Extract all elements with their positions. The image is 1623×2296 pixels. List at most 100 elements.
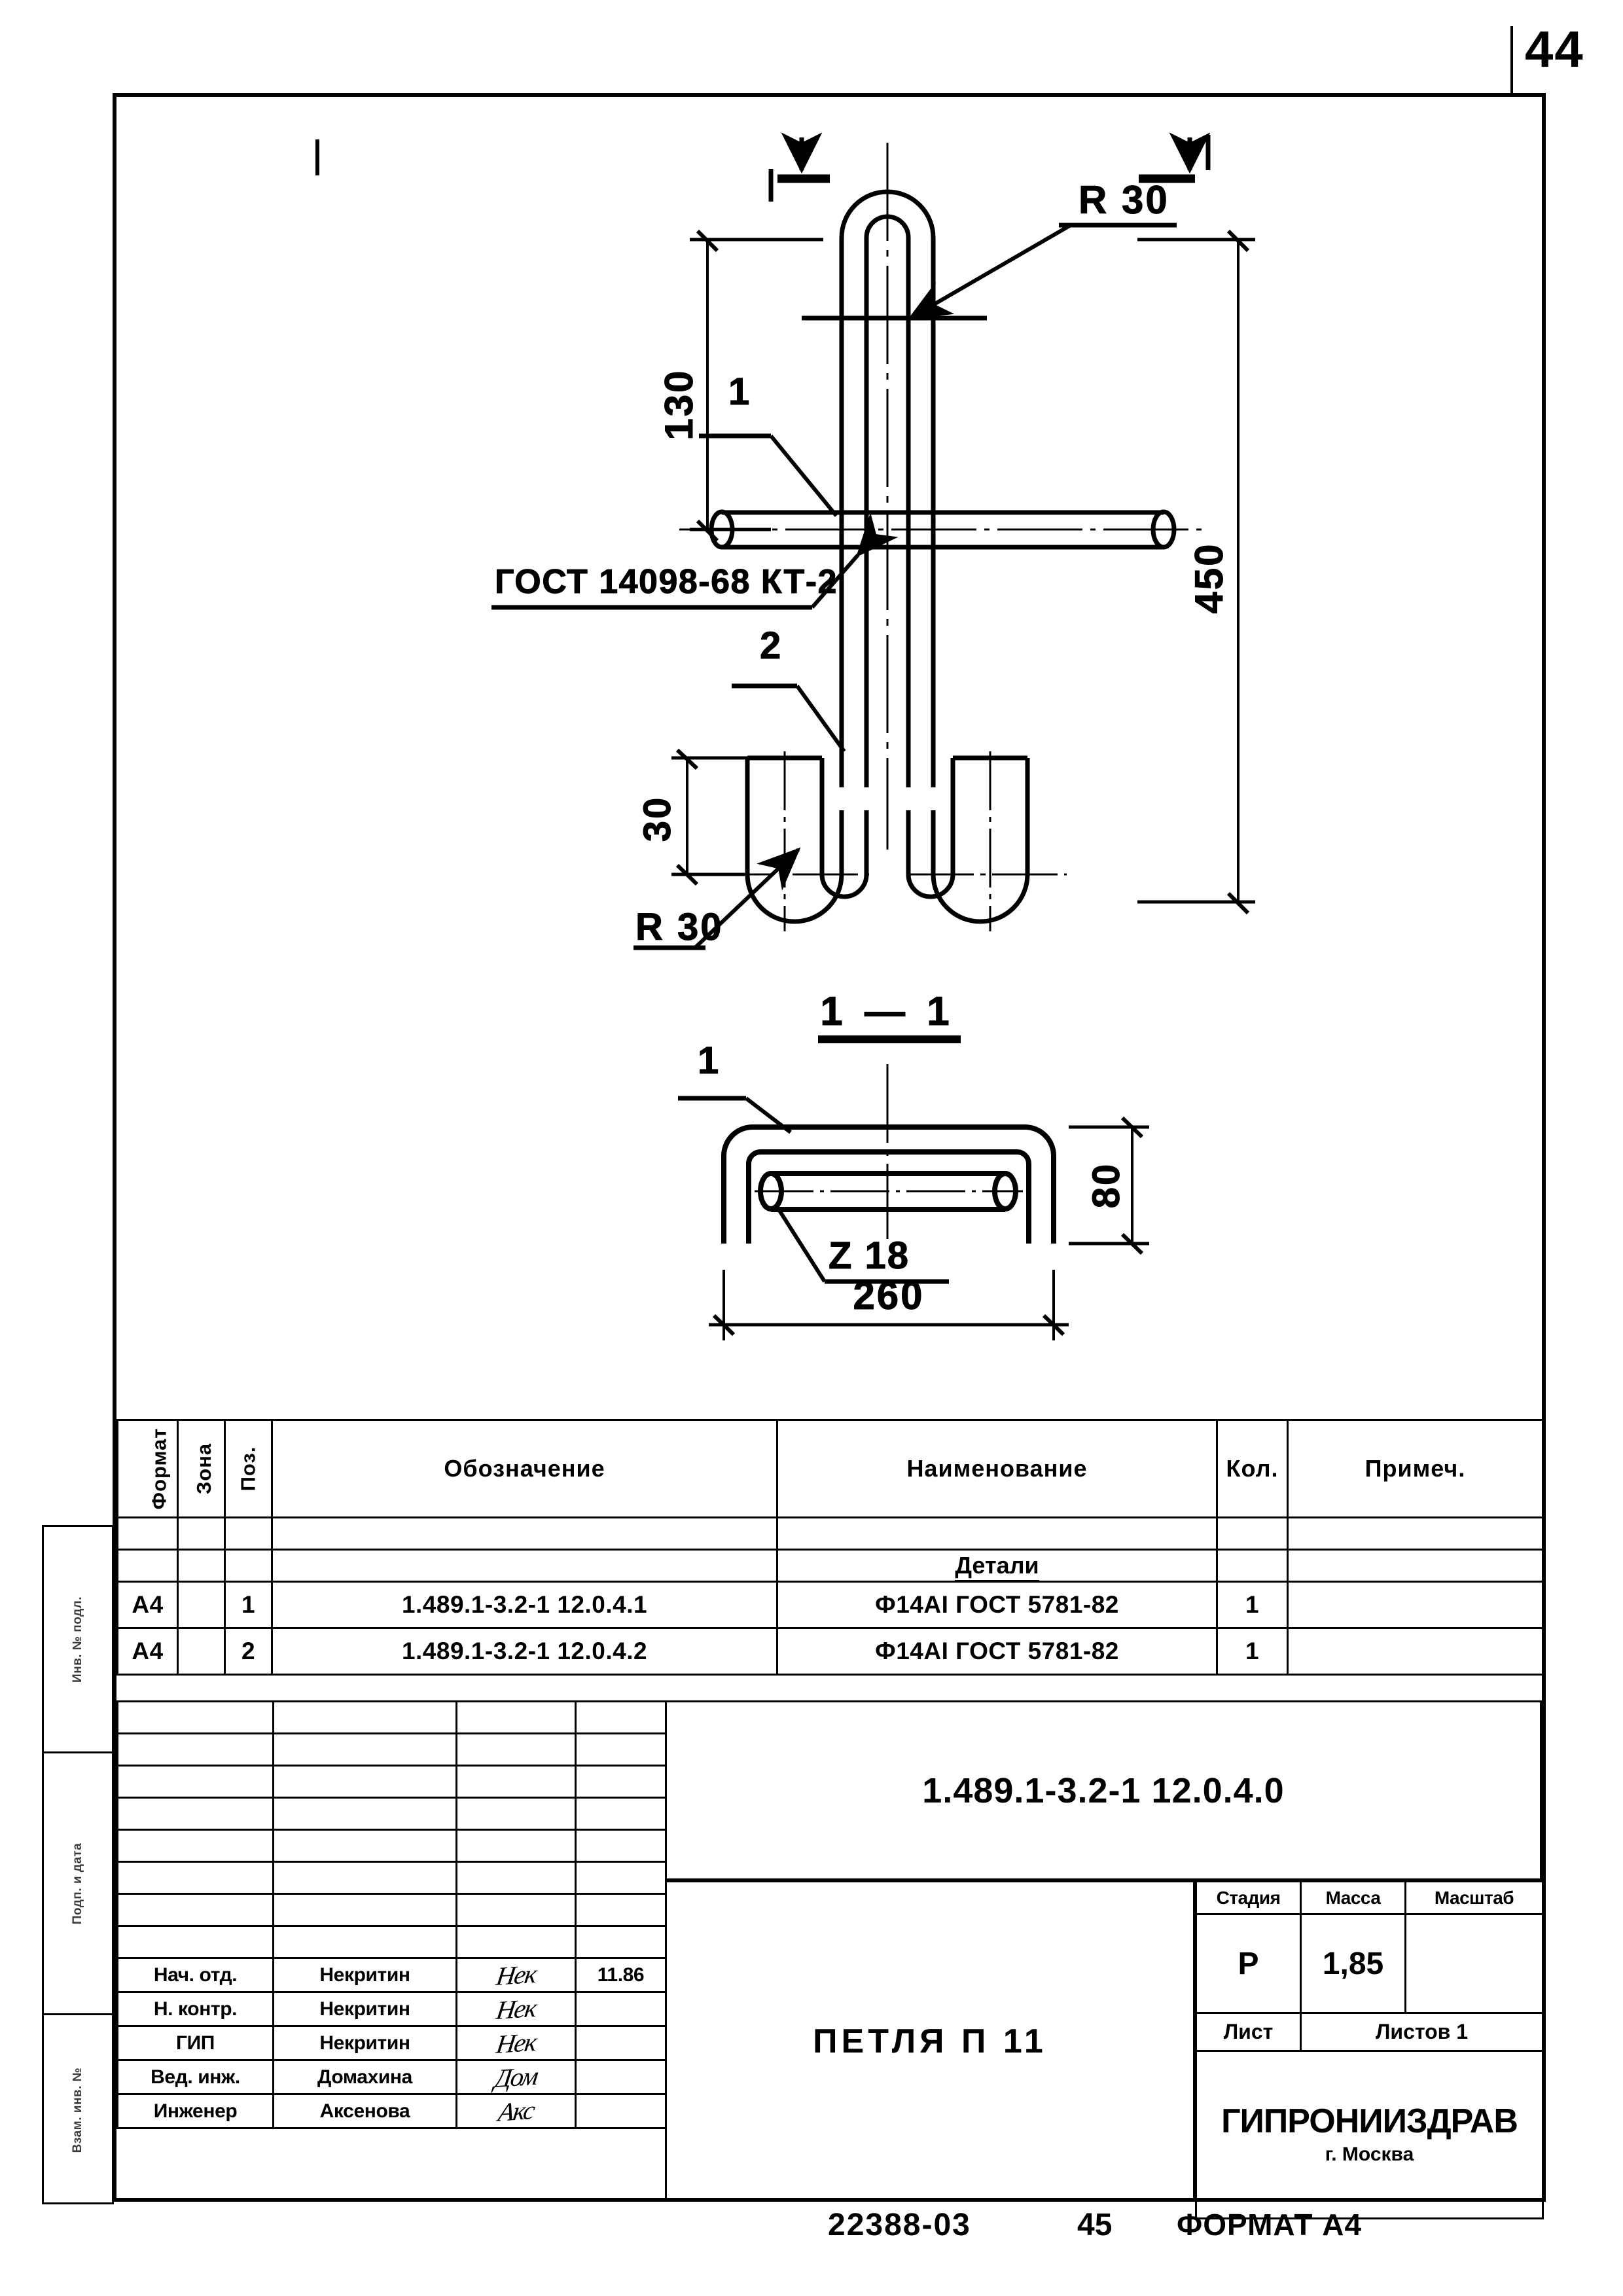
- dim-260: [709, 1270, 1069, 1340]
- cell: [116, 1549, 179, 1583]
- dim-80-label: 80: [1085, 1162, 1128, 1209]
- weld-note-leader: [491, 512, 899, 610]
- cell: [455, 1700, 577, 1734]
- spec-group-title: Детали: [776, 1549, 1218, 1583]
- tb-blank-row: [116, 1765, 667, 1799]
- page-number-tick: [1510, 26, 1513, 97]
- dim-30: [671, 748, 764, 886]
- cell: [455, 1732, 577, 1767]
- cell: [116, 1861, 274, 1895]
- cell-pos: 2: [224, 1627, 273, 1676]
- footer-page-number: 45: [1077, 2208, 1113, 2242]
- organization-city: г. Москва: [1325, 2143, 1414, 2165]
- specification-table: Формат Зона Поз. Обозначение Наименовани…: [116, 1419, 1544, 1676]
- cell: [116, 1797, 274, 1831]
- left-hook-inner: [819, 758, 869, 899]
- cell: [116, 1765, 274, 1799]
- signature-row: Вед. инж. Домахина Дом: [116, 2059, 667, 2095]
- cell: [271, 1516, 778, 1551]
- loop-inner-contour: [864, 214, 911, 787]
- spec-col-qty: Кол.: [1216, 1419, 1289, 1518]
- tb-blank-row: [116, 1861, 667, 1895]
- cell: [116, 1893, 274, 1927]
- document-code: 1.489.1-3.2-1 12.0.4.0: [665, 1700, 1542, 1880]
- bar-note-label: Z 18: [829, 1234, 910, 1277]
- tb-blank-row: [116, 1732, 667, 1767]
- cell-zone: [177, 1581, 226, 1629]
- cell-qty: 1: [1216, 1581, 1289, 1629]
- cell-qty: 1: [1216, 1627, 1289, 1676]
- cell: [116, 1732, 274, 1767]
- sheet-row: Лист Листов 1: [1195, 2012, 1544, 2052]
- cell-note: [1287, 1581, 1544, 1629]
- page-number: 44: [1525, 20, 1584, 78]
- sig-date: [575, 2093, 667, 2129]
- signature-table: Нач. отд. Некритин Нек 11.86 Н. контр. Н…: [116, 1700, 667, 2129]
- pos-1-leader: [699, 433, 838, 517]
- cell: [272, 1732, 457, 1767]
- dim-80: [1069, 1116, 1149, 1255]
- sig-mark: Акс: [455, 2093, 577, 2129]
- footer-format: ФОРМАТ А4: [1177, 2208, 1363, 2242]
- cell: [224, 1549, 273, 1583]
- margin-cell-inv-podl: Инв. № подл.: [44, 1527, 112, 1753]
- gost-margin-column: Инв. № подл. Подп. и дата Взам. инв. №: [42, 1525, 114, 2204]
- cell: [272, 1700, 457, 1734]
- tb-blank-row: [116, 1925, 667, 1959]
- mass-value: 1,85: [1300, 1913, 1406, 2014]
- product-name: ПЕТЛЯ П 11: [665, 1880, 1195, 2202]
- sig-role: ГИП: [116, 2025, 274, 2061]
- table-row: А4 2 1.489.1-3.2-1 12.0.4.2 Ф14АI ГОСТ 5…: [116, 1627, 1544, 1676]
- loop-outer-contour: [839, 189, 936, 787]
- sig-mark: Нек: [455, 1957, 577, 1993]
- sig-name: Аксенова: [272, 2093, 457, 2129]
- section-mark-left-group: [768, 132, 830, 202]
- tb-blank-row: [116, 1893, 667, 1927]
- cell: [177, 1516, 226, 1551]
- weld-note-label: ГОСТ 14098-68 КТ-2: [495, 563, 838, 601]
- cell: [116, 1925, 274, 1959]
- margin-cell-podp-data: Подп. и дата: [44, 1753, 112, 2015]
- cell: [272, 1861, 457, 1895]
- section-cross-rod: [755, 1171, 1023, 1212]
- smsc-header-row: Стадия Масса Масштаб: [1195, 1880, 1544, 1915]
- radius-top-leader: [907, 223, 1177, 320]
- section-pos-1-leader: [678, 1096, 792, 1134]
- radius-bottom-leader: [633, 847, 801, 950]
- cell: [1216, 1549, 1289, 1583]
- spec-col-note: Примеч.: [1287, 1419, 1544, 1518]
- signature-row: Нач. отд. Некритин Нек 11.86: [116, 1957, 667, 1993]
- dim-130: [690, 229, 823, 543]
- section-pos-1-label: 1: [698, 1039, 719, 1082]
- tb-blank-row: [116, 1797, 667, 1831]
- sig-role: Н. контр.: [116, 1991, 274, 2027]
- cell: [272, 1925, 457, 1959]
- margin-cell-vzam-inv: Взам. инв. №: [44, 2015, 112, 2204]
- right-hook-inner: [906, 758, 955, 899]
- cell: [116, 1700, 274, 1734]
- spec-col-pos: Поз.: [224, 1419, 273, 1518]
- title-block: Нач. отд. Некритин Нек 11.86 Н. контр. Н…: [116, 1700, 1544, 2219]
- stage-label: Стадия: [1195, 1880, 1302, 1915]
- cell: [272, 1797, 457, 1831]
- sig-date: [575, 2059, 667, 2095]
- cell: [575, 1893, 667, 1927]
- scale-label: Масштаб: [1404, 1880, 1544, 1915]
- sheets-label: Листов 1: [1300, 2012, 1544, 2052]
- sheet-label: Лист: [1195, 2012, 1302, 2052]
- radius-top-label: R 30: [1079, 178, 1169, 222]
- sig-name: Некритин: [272, 1957, 457, 1993]
- cell: [575, 1797, 667, 1831]
- mass-label: Масса: [1300, 1880, 1406, 1915]
- cell: [575, 1861, 667, 1895]
- cell: [575, 1732, 667, 1767]
- radius-bottom-label: R 30: [635, 906, 724, 948]
- footer-drawing-number: 22388-03: [828, 2208, 971, 2242]
- cell-pos: 1: [224, 1581, 273, 1629]
- sig-role: Инженер: [116, 2093, 274, 2129]
- cell: [455, 1925, 577, 1959]
- cell-designation: 1.489.1-3.2-1 12.0.4.2: [271, 1627, 778, 1676]
- margin-label-0: Инв. № подл.: [71, 1596, 84, 1683]
- pos-2-leader: [732, 683, 846, 753]
